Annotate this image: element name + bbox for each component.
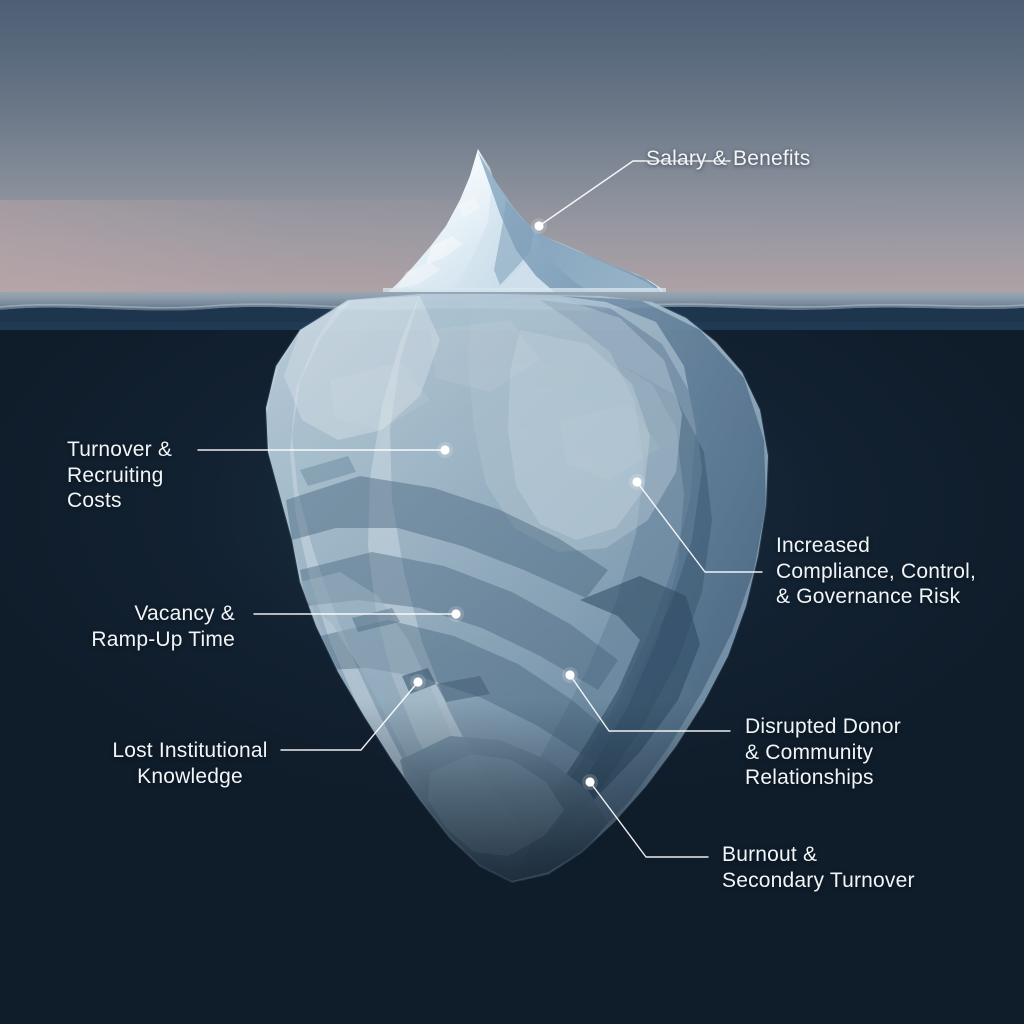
leader-line-lost-institutional-knowledge [280,681,419,751]
anchor-dot-increased-compliance-control-governance-risk[interactable] [632,477,642,487]
ice-tip-ledge-b [398,262,440,288]
label-line: Turnover & [67,438,173,461]
leader-line-disrupted-donor-community-relationships [569,674,731,732]
anchor-dot-burnout-secondary-turnover[interactable] [585,777,595,787]
sub-facet-upper-right-pale2 [508,330,650,540]
label-line: Relationships [745,766,874,789]
anchor-dot-salary-benefits[interactable] [534,221,544,231]
sub-shelf-shadow-b [300,552,618,690]
ice-tip-notch-shadow [494,200,534,285]
label-line: Secondary Turnover [722,868,915,892]
leader-line-increased-compliance-control-governance-risk [636,481,763,573]
label-vacancy-ramp-up-time[interactable]: Vacancy &Ramp-Up Time [0,601,235,652]
sub-ice-glow [264,293,770,884]
ice-tip-right-slope [478,152,664,297]
ice-tip-left-face [383,149,492,297]
ice-tip-right-facet [536,231,662,297]
label-line: Burnout & [722,843,818,866]
label-burnout-secondary-turnover[interactable]: Burnout &Secondary Turnover [722,842,915,893]
label-line: Increased [776,534,871,557]
label-line: Lost Institutional [112,739,268,762]
label-salary-benefits[interactable]: Salary & Benefits [646,146,810,172]
sub-texture-b [330,362,430,430]
label-line: & Governance Risk [776,585,961,608]
label-line: Ramp-Up Time [91,627,235,651]
sub-facet-upper-left-highlight [284,296,440,440]
anchor-dot-turnover-recruiting-costs[interactable] [440,445,450,455]
anchor-dot-vacancy-ramp-up-time[interactable] [451,609,461,619]
label-line: Costs [67,489,122,512]
anchor-dot-lost-institutional-knowledge[interactable] [413,677,423,687]
sub-facet-right-mass [520,296,766,872]
label-line: Compliance, Control, [776,559,977,583]
label-line: & Community [745,740,874,764]
anchor-dot-disrupted-donor-community-relationships[interactable] [565,670,575,680]
sub-crevasse-d [300,456,356,486]
label-line: Recruiting [67,463,164,487]
leader-line-salary-benefits [538,160,731,227]
ice-tip-ledge-c [458,198,480,218]
sub-crevasse-b [436,676,490,702]
sub-shelf-shadow-a [286,476,608,598]
sub-texture-c [560,404,660,480]
label-line: Disrupted Donor [745,715,901,738]
leader-line-burnout-secondary-turnover [589,781,709,858]
sub-facet-upper-right-pale [468,298,682,552]
sub-texture-a [430,320,540,392]
ice-tip-ledge-a [426,236,462,264]
label-line: Knowledge [137,764,243,788]
label-line: Vacancy & [134,602,235,625]
label-line: Salary & Benefits [646,147,811,170]
